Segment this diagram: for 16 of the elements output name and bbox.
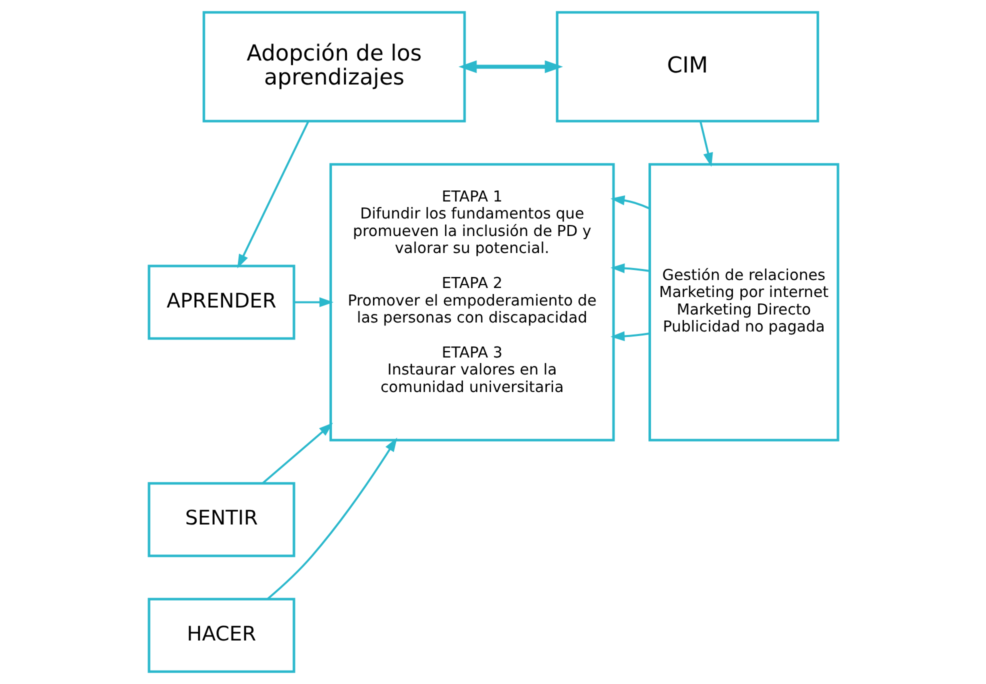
arrow xyxy=(698,121,712,167)
node-box: CIM xyxy=(555,11,819,122)
node-box: APRENDER xyxy=(147,264,295,340)
node-box: ETAPA 1 Difundir los fundamentos que promueven la inclusión de PD y valorar su potencial. ETAPA 2 Promover el empoderamiento de las personas con discapacidad ETAPA 3 Instaurar valores en la comunidad universitaria xyxy=(328,163,614,442)
arrow xyxy=(610,331,650,342)
arrow xyxy=(266,438,397,600)
arrow xyxy=(458,60,562,74)
arrow xyxy=(262,422,332,484)
arrow xyxy=(236,120,309,268)
node-box: HACER xyxy=(147,598,295,673)
arrow xyxy=(610,263,650,274)
arrow xyxy=(294,297,334,308)
node-box: Gestión de relaciones Marketing por internet Marketing Directo Publicidad no pagada xyxy=(648,163,839,442)
node-box: Adopción de los aprendizajes xyxy=(202,11,466,122)
node-box: SENTIR xyxy=(147,482,295,558)
arrow xyxy=(610,195,650,210)
